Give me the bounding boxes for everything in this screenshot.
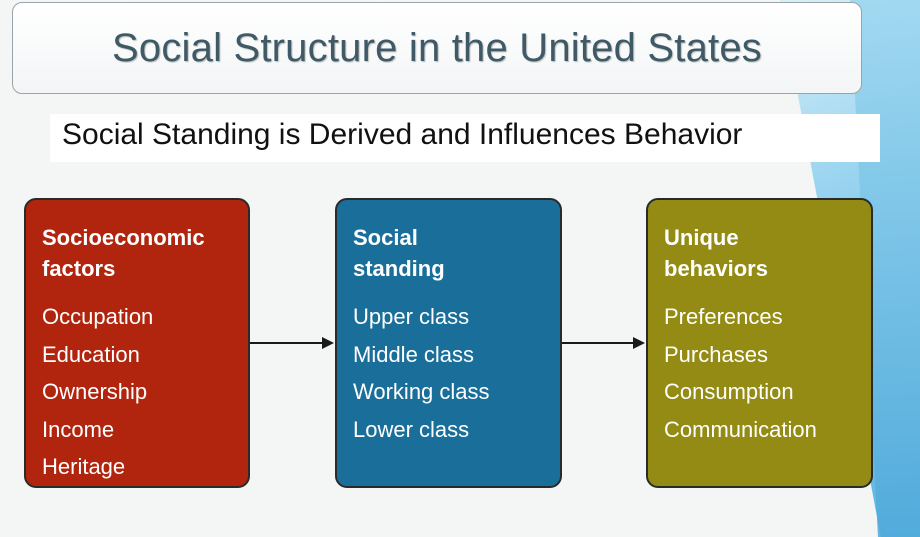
box-heading: Unique behaviors xyxy=(664,222,855,284)
socioeconomic-factors-box: Socioeconomic factors Occupation Educati… xyxy=(24,198,250,488)
list-item: Middle class xyxy=(353,341,475,367)
list-item: Working class xyxy=(353,379,490,404)
list-item: Income xyxy=(42,416,115,442)
list-item: Ownership xyxy=(42,379,148,404)
unique-behaviors-box: Unique behaviors Preferences Purchases C… xyxy=(646,198,873,488)
list-item: Consumption xyxy=(664,379,794,404)
box-heading-line: standing xyxy=(353,256,445,281)
list-item: Purchases xyxy=(664,341,768,367)
subtitle-band xyxy=(50,114,880,162)
arrow-factors-to-standing xyxy=(250,337,334,349)
list-item: Preferences xyxy=(664,304,783,329)
social-standing-box: Social standing Upper class Middle class… xyxy=(335,198,562,488)
list-item: Occupation xyxy=(42,304,154,329)
box-heading-line: Unique xyxy=(664,225,739,250)
list-item: Heritage xyxy=(42,454,126,479)
title-box: Social Structure in the United States xyxy=(12,2,862,94)
list-item: Communication xyxy=(664,416,817,442)
box-heading-line: factors xyxy=(42,256,116,281)
list-item: Upper class xyxy=(353,304,470,329)
slide-title: Social Structure in the United States xyxy=(112,25,762,70)
box-heading: Social standing xyxy=(353,222,544,284)
list-item: Lower class xyxy=(353,416,470,442)
list-item: Education xyxy=(42,341,140,367)
box-heading-line: Social xyxy=(353,225,418,250)
arrow-standing-to-behaviors xyxy=(562,337,645,349)
slide-subtitle: Social Standing is Derived and Influence… xyxy=(62,118,743,151)
box-heading-line: Socioeconomic xyxy=(42,225,205,250)
box-heading: Socioeconomic factors xyxy=(42,222,232,284)
box-heading-line: behaviors xyxy=(664,256,768,281)
